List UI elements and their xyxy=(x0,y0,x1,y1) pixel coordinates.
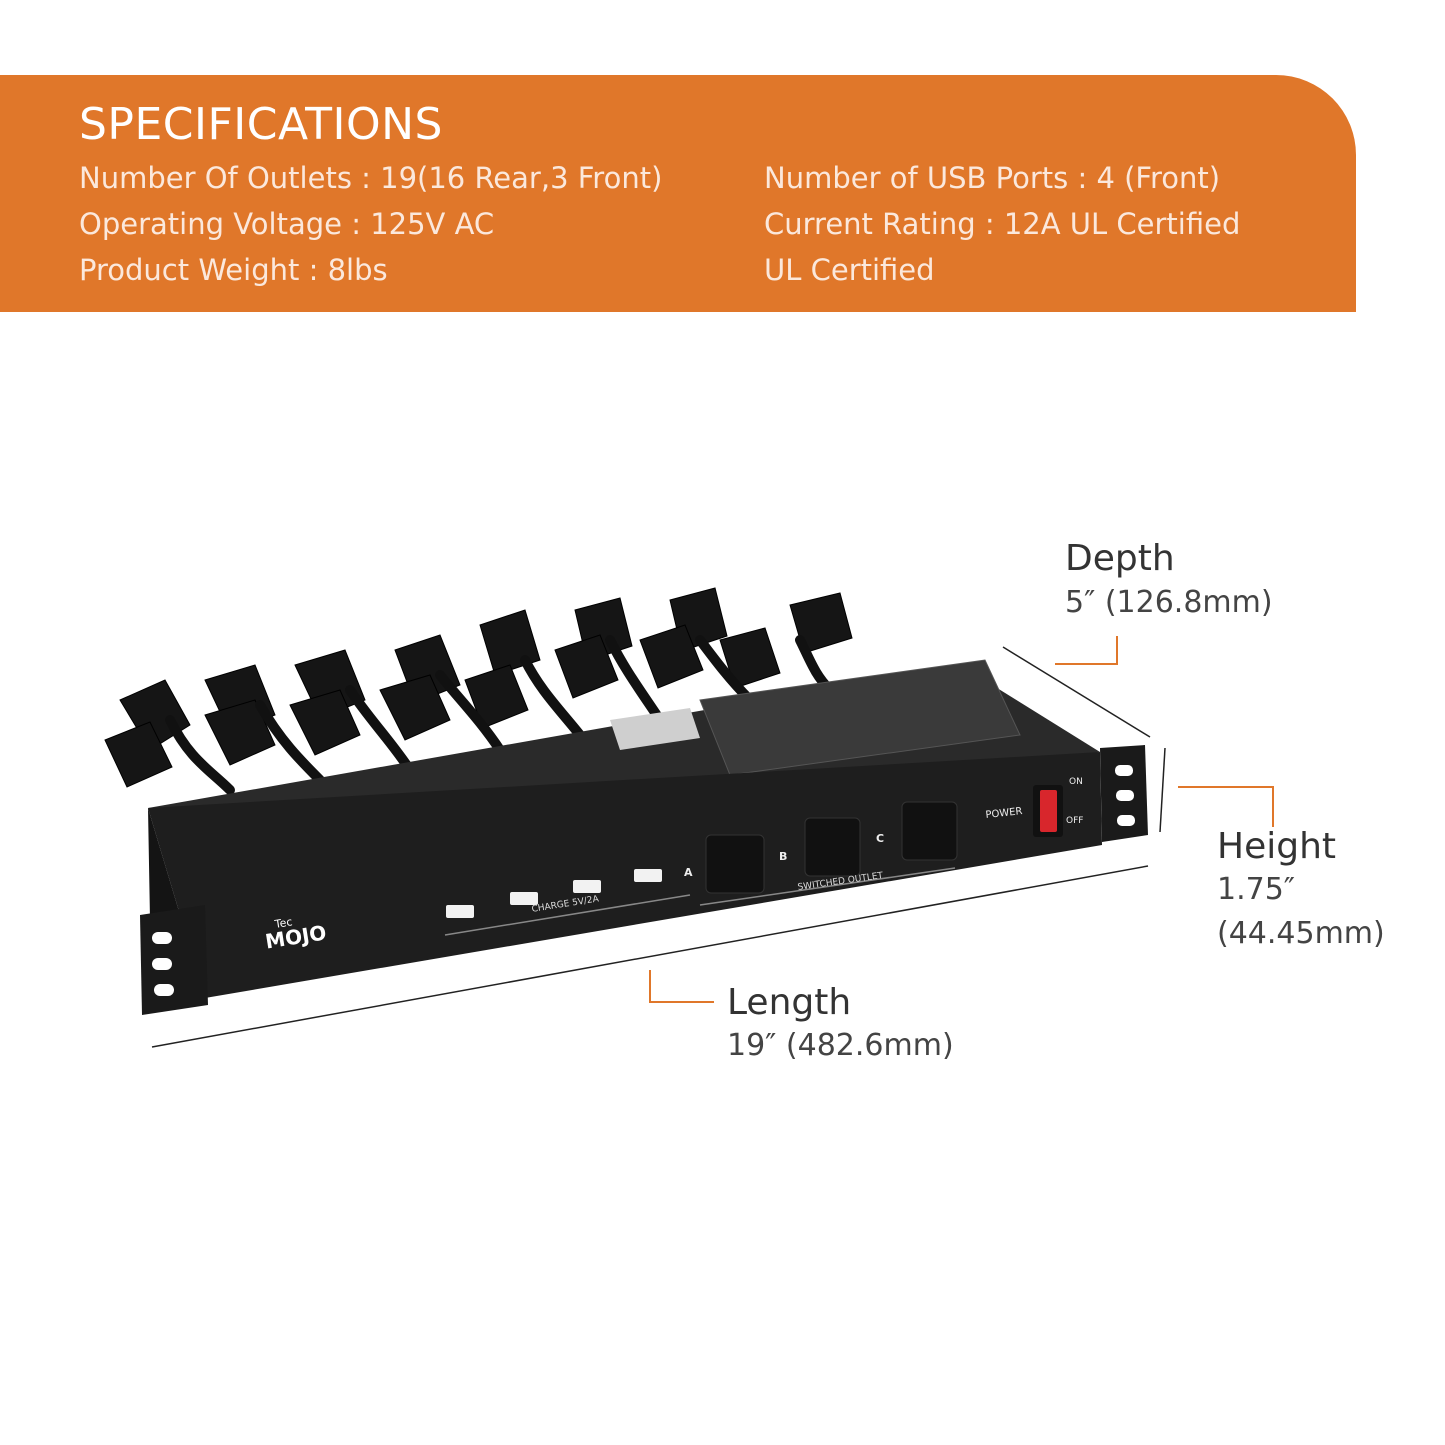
usb-ports xyxy=(446,869,662,918)
depth-label: Depth xyxy=(1065,538,1175,579)
spec-ul-certified: UL Certified xyxy=(764,253,935,287)
length-label: Length xyxy=(727,982,852,1023)
specifications-title: SPECIFICATIONS xyxy=(79,99,443,150)
dimension-lines xyxy=(151,646,1166,1048)
height-label: Height xyxy=(1217,826,1337,867)
specifications-banner: SPECIFICATIONS Number Of Outlets : 19(16… xyxy=(0,75,1356,312)
height-value-line1: 1.75″ xyxy=(1217,872,1296,907)
outlet-letter-b: B xyxy=(779,850,788,863)
switch-on-label: ON xyxy=(1069,777,1083,787)
height-value-line2: (44.45mm) xyxy=(1217,916,1385,951)
front-face xyxy=(148,752,1102,998)
spec-usb-ports: Number of USB Ports : 4 (Front) xyxy=(764,161,1221,195)
outlet-letter-c: C xyxy=(876,832,885,845)
spec-sticker xyxy=(699,659,1021,776)
depth-value: 5″ (126.8mm) xyxy=(1065,585,1273,620)
switch-off-label: OFF xyxy=(1066,816,1084,826)
leader-lines xyxy=(649,636,1274,1003)
spec-weight: Product Weight : 8lbs xyxy=(79,253,388,287)
spec-current-rating: Current Rating : 12A UL Certified xyxy=(764,207,1241,241)
spec-outlets: Number Of Outlets : 19(16 Rear,3 Front) xyxy=(79,161,663,195)
outlet-letter-a: A xyxy=(684,866,693,879)
barcode-sticker xyxy=(610,708,700,750)
right-rack-ear xyxy=(1100,745,1148,842)
power-switch xyxy=(1033,785,1063,837)
left-rack-ear xyxy=(140,905,208,1015)
front-outlets xyxy=(705,801,958,894)
length-value: 19″ (482.6mm) xyxy=(727,1028,954,1063)
spec-voltage: Operating Voltage : 125V AC xyxy=(79,207,495,241)
